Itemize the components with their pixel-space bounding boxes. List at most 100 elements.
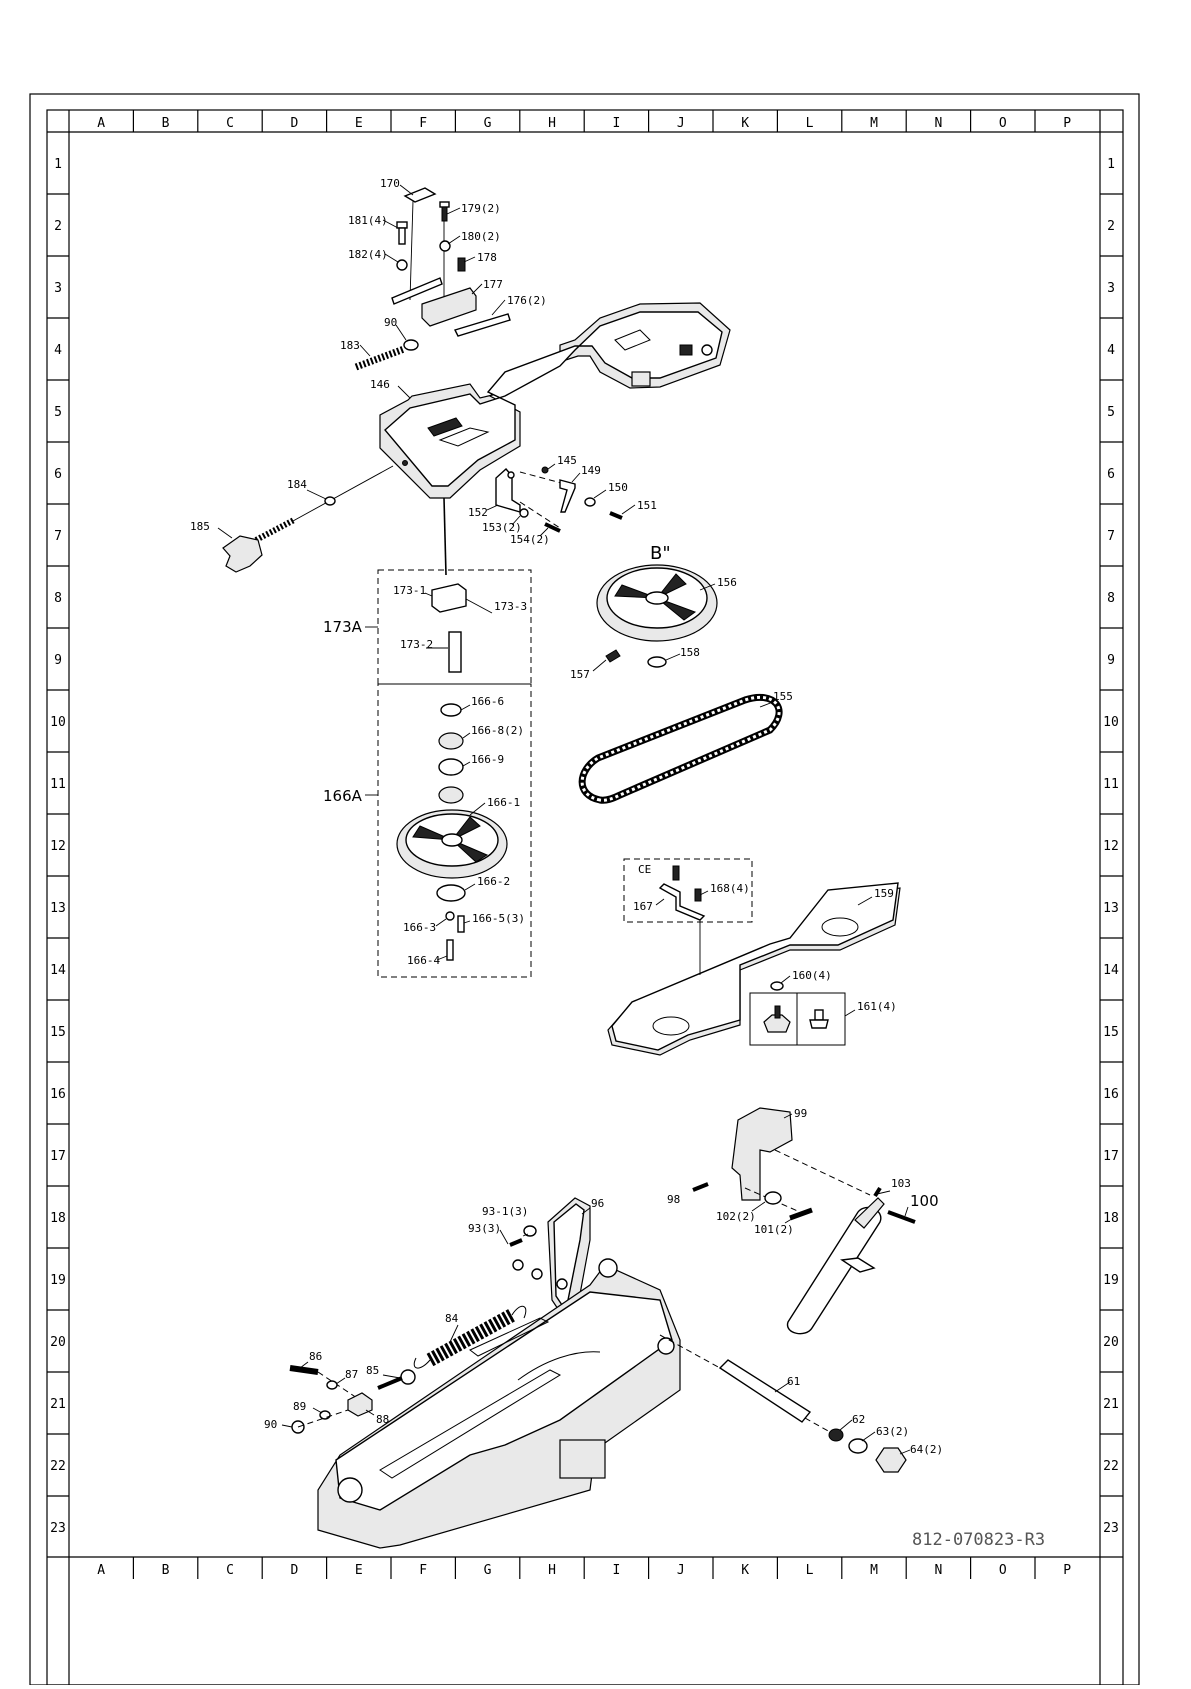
column-label: A	[97, 1563, 105, 1578]
label-166-5: 166-5(3)	[472, 912, 525, 925]
column-label: H	[548, 116, 556, 131]
column-label: G	[484, 116, 492, 131]
label-179: 179(2)	[461, 202, 501, 215]
label-99: 99	[794, 1107, 807, 1120]
row-label: 20	[1103, 1335, 1119, 1350]
label-85: 85	[366, 1364, 379, 1377]
label-151: 151	[637, 499, 657, 512]
row-label: 5	[1107, 405, 1115, 420]
row-label: 8	[1107, 591, 1115, 606]
label-185: 185	[190, 520, 210, 533]
part-173-1-block	[431, 583, 467, 613]
column-label: H	[548, 1563, 556, 1578]
label-159: 159	[874, 887, 894, 900]
label-154: 154(2)	[510, 533, 550, 546]
row-label: 16	[50, 1087, 66, 1102]
column-label: E	[355, 1563, 363, 1578]
pulley-166-1	[396, 809, 508, 879]
arm-window	[614, 329, 651, 351]
row-label: 1	[54, 157, 62, 172]
column-label: M	[870, 116, 878, 131]
label-86: 86	[309, 1350, 322, 1363]
column-label: O	[999, 116, 1007, 131]
screw-168	[672, 865, 680, 881]
foot-161	[809, 1019, 829, 1029]
part-labels: 170 179(2) 181(4) 180(2) 182(4) 178 177 …	[190, 177, 943, 1456]
column-label: F	[419, 1563, 427, 1578]
row-label: 12	[50, 839, 66, 854]
row-label: 23	[1103, 1521, 1119, 1536]
row-label: 13	[1103, 901, 1119, 916]
label-157: 157	[570, 668, 590, 681]
column-label: D	[290, 116, 298, 131]
row-label: 6	[54, 467, 62, 482]
label-166A: 166A	[323, 787, 363, 805]
row-dividers	[47, 193, 1123, 1497]
belt-155	[578, 693, 783, 804]
column-label: L	[806, 1563, 814, 1578]
washer-160	[770, 981, 784, 991]
key-158	[647, 656, 667, 668]
part-161-box	[749, 992, 846, 1046]
row-label: 22	[50, 1459, 66, 1474]
screw-154	[544, 522, 561, 533]
label-166-4: 166-4	[407, 954, 440, 967]
base-slot	[379, 1369, 562, 1479]
label-182: 182(4)	[348, 248, 388, 261]
spring-183	[354, 345, 406, 371]
label-168: 168(4)	[710, 882, 750, 895]
row-label: 3	[1107, 281, 1115, 296]
label-173-1: 173-1	[393, 584, 426, 597]
pulley-156	[596, 564, 718, 642]
label-180: 180(2)	[461, 230, 501, 243]
bracket-152	[495, 467, 521, 513]
row-label: 21	[50, 1397, 66, 1412]
drawing-number: 812-070823-R3	[912, 1530, 1045, 1550]
label-166-2: 166-2	[477, 875, 510, 888]
label-166-1: 166-1	[487, 796, 520, 809]
label-153: 153(2)	[482, 521, 522, 534]
label-173-2: 173-2	[400, 638, 433, 651]
column-label: J	[677, 1563, 685, 1578]
pin-100	[887, 1210, 916, 1224]
washer-102	[764, 1191, 782, 1205]
label-183: 183	[340, 339, 360, 352]
row-label: 14	[1103, 963, 1119, 978]
bracket-99	[731, 1107, 793, 1201]
column-label: N	[934, 116, 942, 131]
table-hole-left	[652, 1016, 690, 1036]
row-label: 20	[50, 1335, 66, 1350]
label-90-base: 90	[264, 1418, 277, 1431]
bearing-166-8-b	[438, 786, 464, 804]
row-label: 17	[1103, 1149, 1119, 1164]
column-label: L	[806, 116, 814, 131]
washer-63	[848, 1438, 868, 1454]
label-170: 170	[380, 177, 400, 190]
row-label: 10	[50, 715, 66, 730]
label-173-3: 173-3	[494, 600, 527, 613]
label-96: 96	[591, 1197, 604, 1210]
top-arm-group	[222, 187, 731, 576]
row-label: 10	[1103, 715, 1119, 730]
column-label: C	[226, 116, 234, 131]
screw-181	[396, 221, 408, 245]
label-166-3: 166-3	[403, 921, 436, 934]
row-label: 7	[1107, 529, 1115, 544]
row-label: 3	[54, 281, 62, 296]
eye-bolt-85	[400, 1369, 416, 1385]
washer-93	[531, 1268, 543, 1280]
washer-89	[319, 1410, 331, 1420]
part-166-6-cap	[440, 703, 462, 717]
label-152: 152	[468, 506, 488, 519]
row-label: 11	[50, 777, 66, 792]
label-90-top: 90	[384, 316, 397, 329]
label-176: 176(2)	[507, 294, 547, 307]
label-145: 145	[557, 454, 577, 467]
label-84: 84	[445, 1312, 459, 1325]
row-label: 15	[1103, 1025, 1119, 1040]
label-ce: CE	[638, 863, 651, 876]
